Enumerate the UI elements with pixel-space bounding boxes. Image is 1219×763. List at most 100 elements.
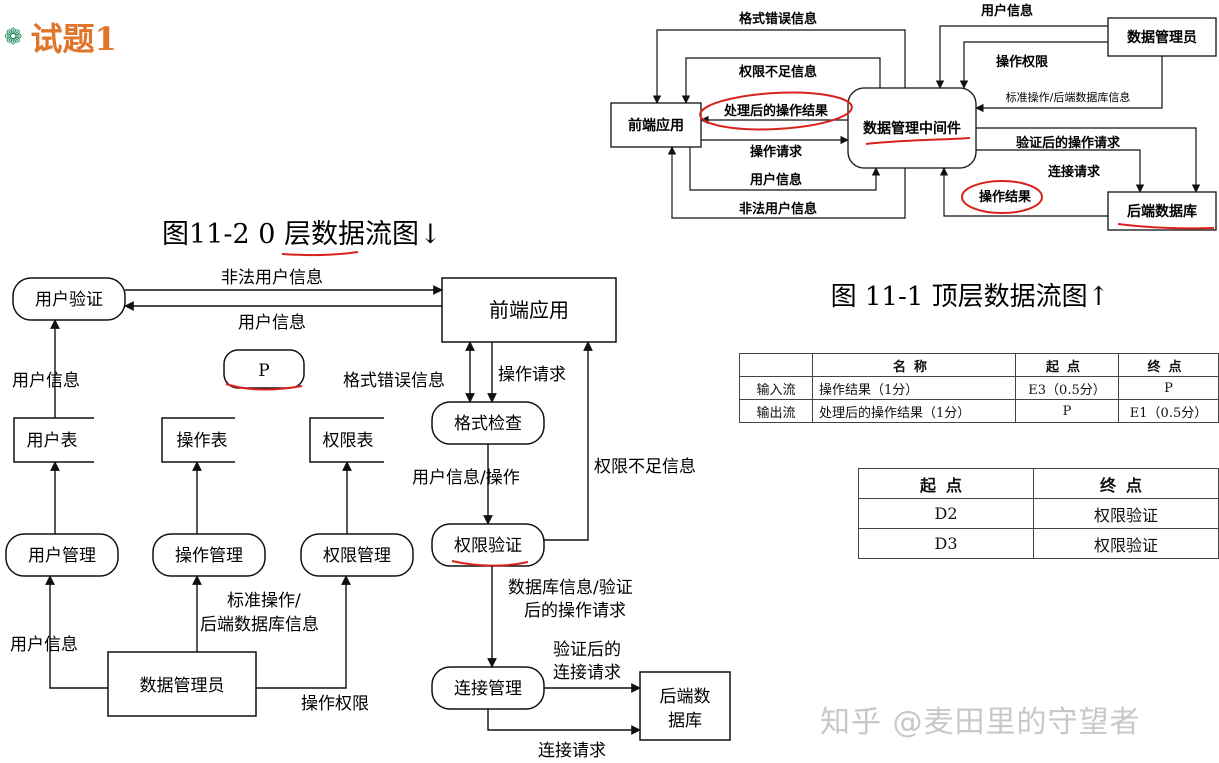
top-flow-insufficient-perm-label: 权限不足信息: [738, 64, 817, 80]
top-flow-format-error: [652, 29, 906, 104]
flow-std-op-db-info-label: 标准操作/ 后端数据库信息: [200, 591, 319, 635]
io-table-header: [739, 353, 813, 377]
node-user-mgmt: [5, 533, 119, 577]
top-caption: 图 11-1 顶层数据流图↑: [831, 282, 1110, 312]
flow-insufficient-perm-label: 权限不足信息: [594, 457, 696, 477]
io-cell: 输入流: [739, 376, 813, 400]
io-flow-table: 名称 起点 终点 输入流 操作结果（1分） E3（0.5分） P 输出流 处理后…: [739, 353, 1219, 423]
annotation-underline-p: [225, 383, 303, 391]
table-row: D2 权限验证: [858, 498, 1219, 529]
flow-user-info-op-label: 用户信息/操作: [412, 468, 520, 488]
io-cell: 输出流: [739, 399, 813, 423]
top-flow-op-permission-label: 操作权限: [996, 54, 1049, 70]
flow-format-error-label: 格式错误信息: [343, 371, 445, 391]
data-store-table: 起点 终点 D2 权限验证 D3 权限验证: [858, 468, 1219, 559]
top-front-app-box: [610, 102, 702, 148]
node-op-mgmt: [152, 533, 266, 577]
ds-table-header-row: 起点 终点: [858, 468, 1219, 499]
top-flow-verified-request-label: 验证后的操作请求: [1016, 135, 1121, 151]
top-flow-verified-request: [976, 127, 1201, 193]
flow-verified-conn-req-line1: 验证后的: [553, 640, 621, 660]
io-table-header-row: 名称 起点 终点: [739, 353, 1219, 377]
slide-title: ❁ 试题1: [4, 14, 117, 60]
top-middleware-label: 数据管理中间件: [863, 120, 961, 137]
store-user-table-label: 用户表: [27, 431, 78, 451]
table-row: D3 权限验证: [858, 528, 1219, 559]
watermark: 知乎 @麦田里的守望者: [820, 705, 1141, 740]
io-cell: P: [1015, 399, 1119, 423]
top-flow-illegal-user-label: 非法用户信息: [739, 201, 817, 217]
flow-insufficient-perm: [544, 341, 593, 541]
top-flow-connect-request-label: 连接请求: [1048, 164, 1101, 180]
gear-icon: ❁: [4, 24, 23, 50]
table-row: 输入流 操作结果（1分） E3（0.5分） P: [739, 376, 1219, 400]
flow-op-permission: [256, 575, 351, 689]
top-db-admin-box: [1107, 17, 1217, 57]
top-flow-op-result-label: 操作结果: [979, 189, 1031, 205]
io-cell: P: [1118, 376, 1219, 400]
node-conn-mgmt-label: 连接管理: [454, 679, 522, 699]
node-perm-mgmt-label: 权限管理: [323, 546, 391, 566]
annotation-underline-perm-verify: [451, 560, 529, 567]
io-cell: E1（0.5分）: [1118, 399, 1219, 423]
node-front-app-label: 前端应用: [489, 298, 569, 322]
top-flow-std-op-db-info-label: 标准操作/后端数据库信息: [1006, 90, 1131, 104]
store-perm-table-label: 权限表: [323, 431, 374, 451]
ds-cell: 权限验证: [1033, 498, 1219, 529]
top-flow-admin-user-info: [935, 25, 1108, 89]
annotation-circle-op-result: [961, 180, 1043, 214]
store-op-table-label: 操作表: [177, 431, 228, 451]
node-user-mgmt-label: 用户管理: [28, 546, 96, 566]
node-backend-db-label-text: 后端数: [660, 687, 711, 707]
node-user-verify-label: 用户验证: [35, 290, 103, 310]
io-table-header: 名称: [812, 353, 1016, 377]
ds-cell: D3: [858, 528, 1034, 559]
flow-conn-request: [487, 709, 641, 735]
node-backend-db-label-text-line2: 据库: [668, 711, 702, 731]
top-flow-op-permission: [959, 41, 1108, 89]
flow-conn-request-label: 连接请求: [538, 741, 606, 761]
top-flow-admin-user-info-label: 用户信息: [980, 3, 1033, 19]
ds-table-header: 起点: [858, 468, 1034, 499]
flow-op-request-label: 操作请求: [498, 365, 566, 385]
top-flow-op-request-label: 操作请求: [750, 144, 803, 160]
io-cell: 处理后的操作结果（1分）: [812, 399, 1016, 423]
top-front-app-label: 前端应用: [628, 117, 684, 134]
flow-illegal-user-label: 非法用户信息: [221, 268, 323, 288]
flow-verified-conn-req-label: 验证后的 连接请求: [553, 640, 626, 683]
slide-title-text: 试题1: [30, 20, 117, 58]
top-flow-format-error-label: 格式错误信息: [739, 11, 817, 27]
io-cell: 操作结果（1分）: [812, 376, 1016, 400]
node-op-mgmt-label: 操作管理: [175, 546, 243, 566]
flow-std-op-db-info-line2: 后端数据库信息: [200, 615, 319, 635]
ds-cell: 权限验证: [1033, 528, 1219, 559]
level0-caption: 图11-2 0 层数据流图↓: [162, 219, 442, 250]
node-db-admin: [107, 651, 257, 717]
top-backend-db-box: [1107, 191, 1217, 231]
node-db-admin-label: 数据管理员: [140, 676, 225, 696]
flow-std-op-db-info-line1: 标准操作/: [227, 591, 301, 611]
annotation-underline-middleware: [865, 137, 971, 145]
flow-op-permission-label: 操作权限: [301, 694, 369, 714]
node-perm-verify-label: 权限验证: [454, 536, 522, 556]
node-perm-mgmt: [300, 533, 414, 577]
flow-db-info-verified-label: 数据库信息/验证 后的操作请求: [508, 578, 638, 621]
node-backend-db-label: 后端数据库: [660, 687, 711, 731]
top-flow-illegal-user: [667, 146, 906, 219]
top-flow-processed-result-label: 处理后的操作结果: [723, 103, 828, 119]
top-flow-connect-request: [976, 149, 1145, 193]
node-format-check-label: 格式检查: [454, 414, 522, 434]
node-user-verify: [12, 277, 126, 321]
top-flow-user-info-label: 用户信息: [749, 172, 802, 188]
node-p-label: P: [258, 361, 269, 381]
annotation-underline-backend-db: [1117, 223, 1215, 230]
flow-verified-conn-req-line2: 连接请求: [553, 663, 621, 683]
top-diagram: 前端应用 数据管理中间件 数据管理员 后端数据库 格式错误信息 权限不足信息 处…: [610, 3, 1217, 312]
ds-cell: D2: [858, 498, 1034, 529]
node-p: [223, 349, 305, 389]
top-flow-insufficient-perm: [681, 57, 881, 104]
flow-user-info-top-label: 用户信息: [238, 313, 306, 333]
node-front-app: [441, 277, 617, 343]
node-backend-db: [639, 671, 731, 741]
